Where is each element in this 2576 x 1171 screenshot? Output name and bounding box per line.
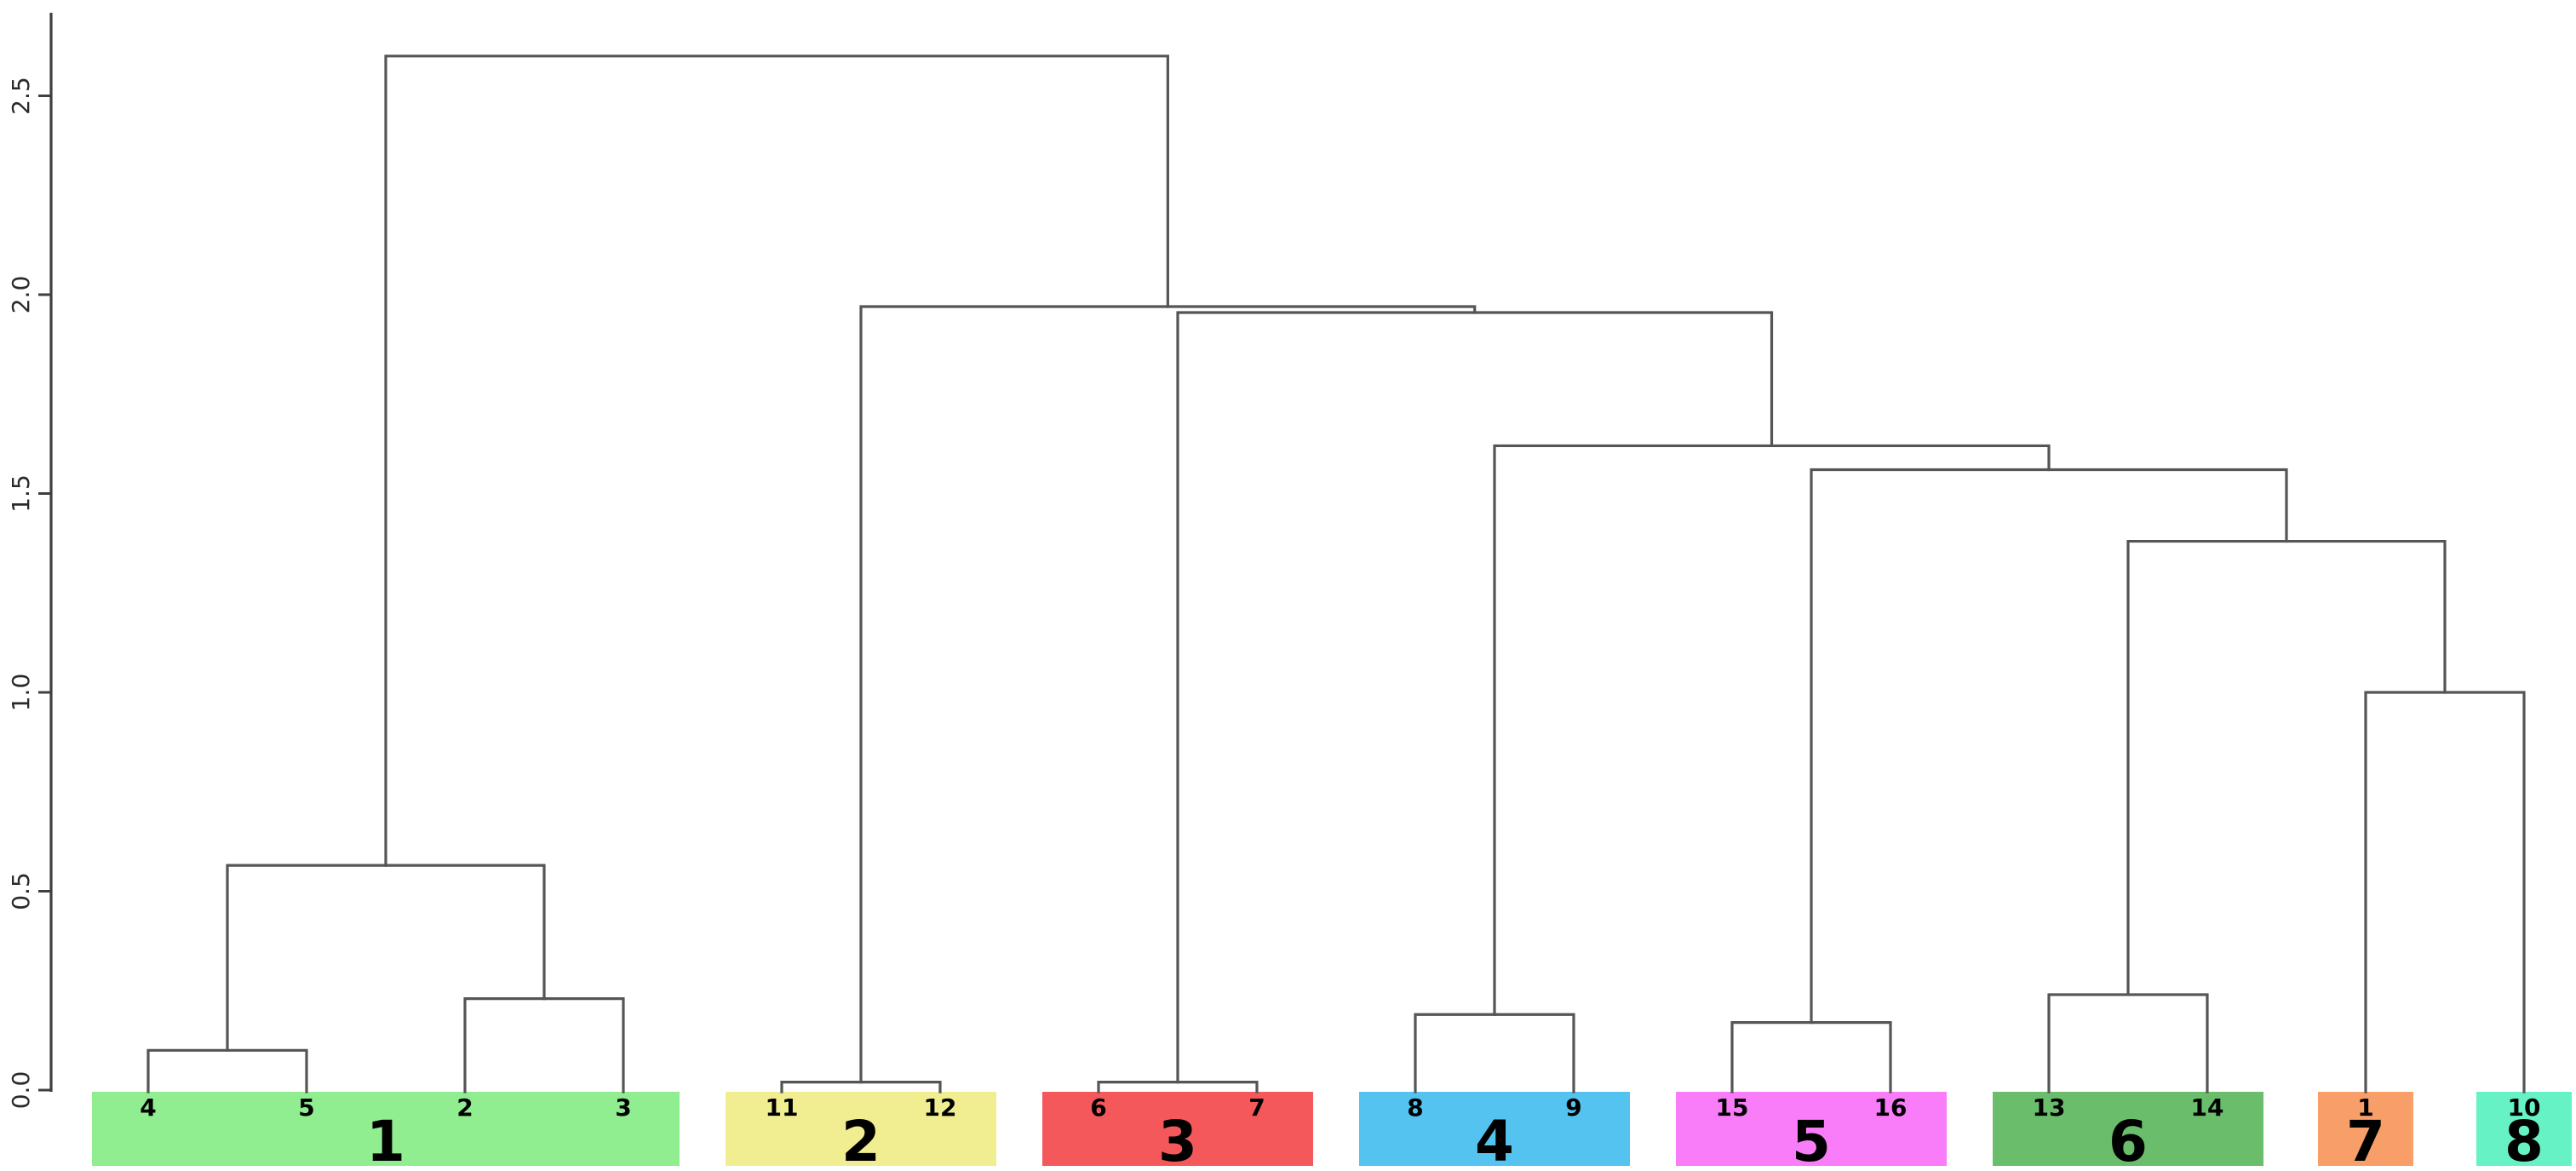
cluster-number-3: 3: [1158, 1109, 1197, 1171]
cluster-box-2: [726, 1092, 996, 1166]
leaf-label-15: 15: [1716, 1094, 1749, 1122]
leaf-label-5: 5: [298, 1094, 314, 1122]
y-axis-tick-label-1.0: 1.0: [7, 674, 35, 712]
cluster-number-6: 6: [2108, 1109, 2148, 1171]
cluster-box-1: [92, 1092, 680, 1166]
leaf-label-13: 13: [2033, 1094, 2066, 1122]
leaf-label-10: 10: [2508, 1094, 2541, 1122]
leaf-label-4: 4: [140, 1094, 156, 1122]
leaf-label-2: 2: [456, 1094, 473, 1122]
y-axis-tick-label-1.5: 1.5: [7, 474, 35, 513]
leaf-label-3: 3: [615, 1094, 631, 1122]
leaf-label-11: 11: [766, 1094, 799, 1122]
cluster-number-8: 8: [2504, 1109, 2544, 1171]
y-axis-tick-label-0.5: 0.5: [7, 872, 35, 910]
y-axis-tick-label-2.0: 2.0: [7, 276, 35, 314]
leaf-label-12: 12: [924, 1094, 957, 1122]
y-axis-tick-label-2.5: 2.5: [7, 77, 35, 115]
leaf-label-6: 6: [1090, 1094, 1106, 1122]
cluster-number-7: 7: [2346, 1109, 2385, 1171]
cluster-box-5: [1676, 1092, 1947, 1166]
cluster-box-8: [2476, 1092, 2572, 1166]
cluster-number-4: 4: [1475, 1109, 1514, 1171]
cluster-number-1: 1: [366, 1109, 405, 1171]
leaf-label-16: 16: [1874, 1094, 1908, 1122]
leaf-label-9: 9: [1565, 1094, 1581, 1122]
leaf-label-8: 8: [1407, 1094, 1423, 1122]
cluster-number-2: 2: [841, 1109, 881, 1171]
cluster-number-5: 5: [1792, 1109, 1831, 1171]
cluster-box-3: [1042, 1092, 1313, 1166]
leaf-label-7: 7: [1248, 1094, 1265, 1122]
cluster-box-4: [1359, 1092, 1630, 1166]
dendrogram-link: [384, 55, 1169, 867]
leaf-label-1: 1: [2357, 1094, 2373, 1122]
cluster-box-7: [2318, 1092, 2413, 1166]
leaf-label-14: 14: [2191, 1094, 2224, 1122]
y-axis-tick-label-0.0: 0.0: [7, 1071, 35, 1110]
cluster-box-6: [1993, 1092, 2263, 1166]
